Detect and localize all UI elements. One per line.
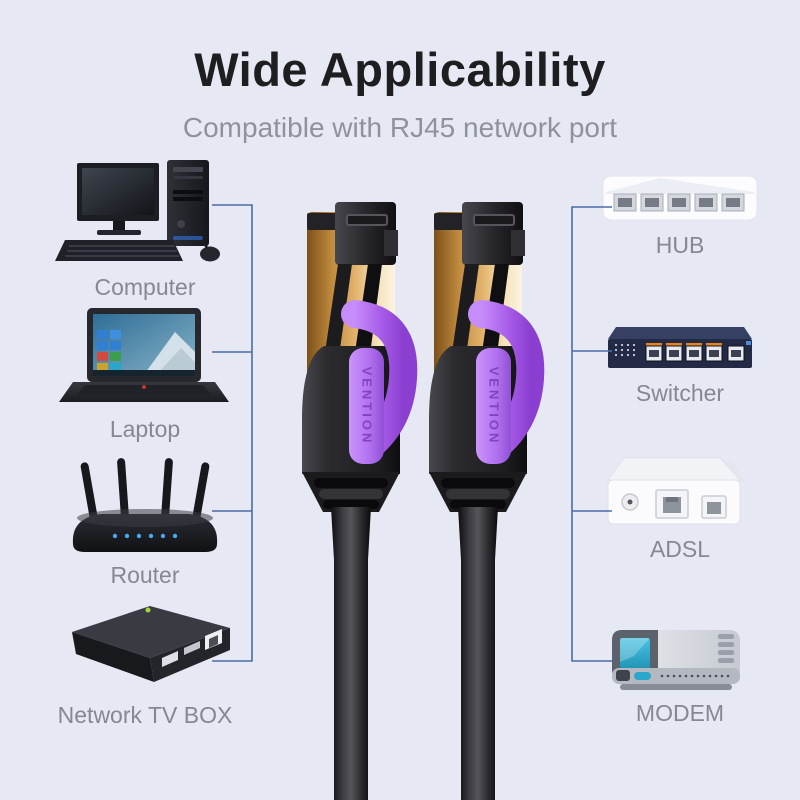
page-title: Wide Applicability	[194, 43, 606, 96]
device-label-adsl: ADSL	[649, 536, 711, 562]
device-label-router: Router	[110, 562, 180, 588]
device-label-laptop: Laptop	[109, 416, 181, 442]
device-item-router: Router	[55, 456, 235, 589]
right-bracket-line	[571, 206, 612, 662]
device-item-hub: HUB	[600, 170, 760, 259]
device-item-computer: Computer	[55, 160, 235, 301]
device-label-modem: MODEM	[635, 700, 725, 726]
device-label-hub: HUB	[655, 232, 705, 258]
cable-brand-text: VENTION	[487, 367, 502, 446]
network-hub-image	[602, 175, 758, 221]
network-switch-image	[608, 327, 752, 368]
device-item-laptop: Laptop	[55, 306, 235, 443]
laptop-image	[59, 308, 229, 402]
cable-brand-text: VENTION	[360, 367, 375, 446]
wifi-router-image	[72, 458, 218, 552]
cable-left	[302, 202, 403, 800]
device-label-tv-box: Network TV BOX	[57, 702, 233, 728]
adsl-splitter-image	[607, 457, 748, 525]
device-item-tv-box: Network TV BOX	[45, 596, 245, 729]
page-subtitle: Compatible with RJ45 network port	[182, 112, 618, 143]
device-item-adsl: ADSL	[600, 450, 760, 563]
cable-right	[429, 202, 530, 800]
tv-box-image	[72, 606, 230, 682]
device-label-computer: Computer	[94, 274, 196, 300]
device-label-switcher: Switcher	[635, 380, 725, 406]
computer-image	[55, 160, 220, 262]
modem-image	[612, 630, 740, 690]
device-item-modem: MODEM	[600, 616, 760, 727]
device-item-switcher: Switcher	[600, 324, 760, 407]
